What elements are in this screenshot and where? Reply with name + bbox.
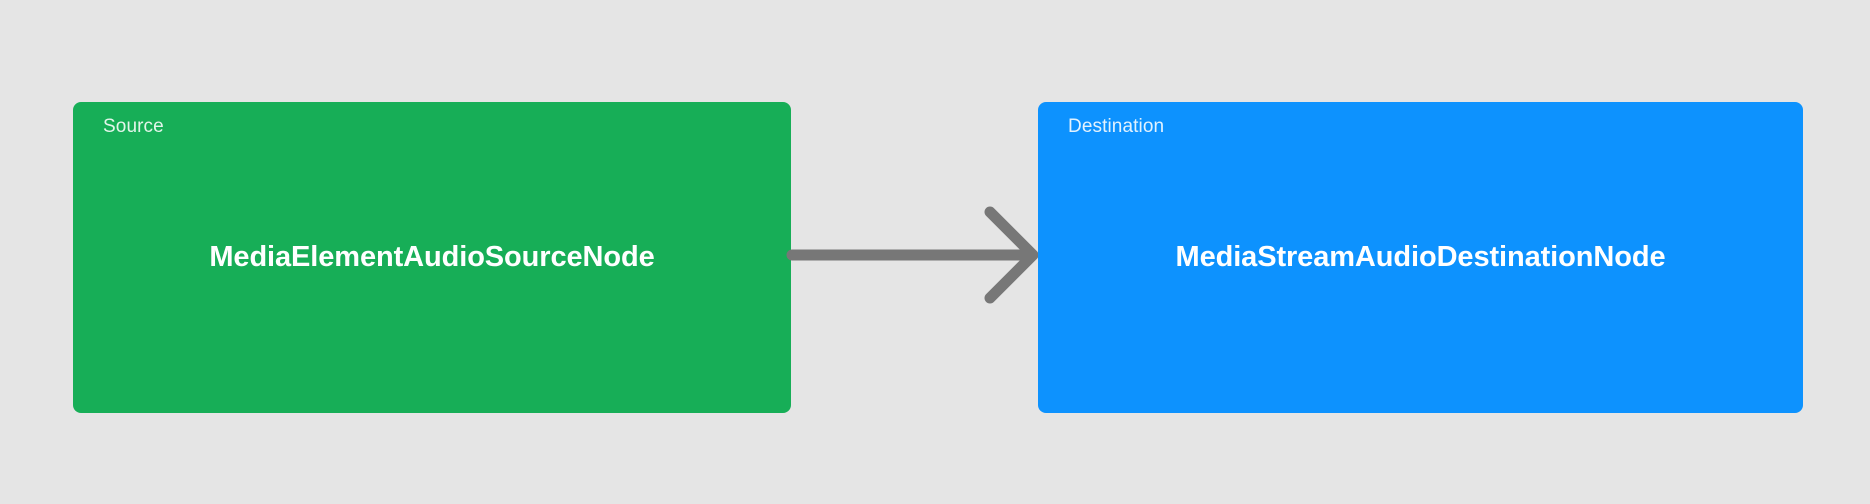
node-destination-title: MediaStreamAudioDestinationNode: [1175, 241, 1666, 273]
node-source[interactable]: Source MediaElementAudioSourceNode: [73, 102, 791, 413]
node-source-title: MediaElementAudioSourceNode: [209, 241, 655, 273]
node-source-kind-label: Source: [103, 116, 164, 137]
arrow-head-icon: [984, 206, 1039, 304]
node-destination-kind-label: Destination: [1068, 116, 1165, 137]
node-destination[interactable]: Destination MediaStreamAudioDestinationN…: [1038, 102, 1803, 413]
edge-source-to-destination: [786, 206, 1039, 304]
